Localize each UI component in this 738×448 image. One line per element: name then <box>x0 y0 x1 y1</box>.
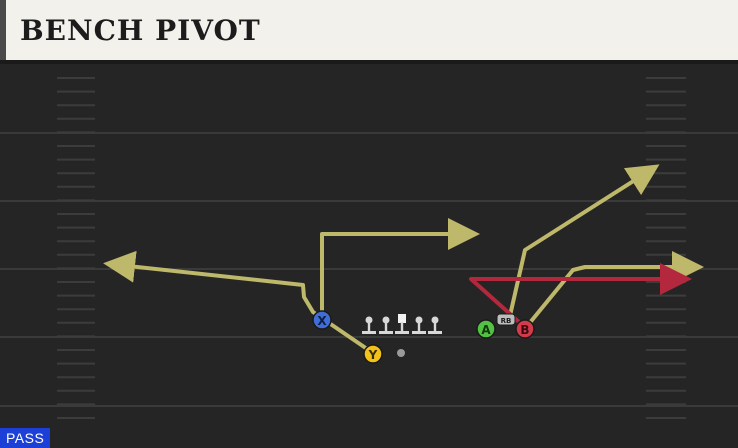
play-title: BENCH PIVOT <box>20 14 261 47</box>
player-x-label: X <box>317 314 327 328</box>
quarterback-icon <box>397 349 405 357</box>
field-background <box>0 64 738 448</box>
player-b-label: B <box>520 323 529 337</box>
play-title-bar: BENCH PIVOT <box>0 0 738 60</box>
player-rb-label: RB <box>501 317 512 325</box>
lineman-icon <box>428 316 442 334</box>
lineman-icon <box>362 316 376 334</box>
center-icon <box>395 314 409 334</box>
player-y-label: Y <box>368 348 378 362</box>
player-b[interactable]: B <box>515 319 535 339</box>
hash-marks-left <box>57 77 95 419</box>
lineman-icon <box>412 316 426 334</box>
player-x[interactable]: X <box>312 310 332 330</box>
route-y-corner <box>103 250 375 355</box>
play-type-badge: PASS <box>0 428 51 448</box>
route-x-streak-flat <box>320 218 480 321</box>
player-rb[interactable]: RB <box>496 313 516 326</box>
title-bar-shadow <box>0 60 738 64</box>
lineman-icon <box>379 316 393 334</box>
player-a[interactable]: A <box>476 319 496 339</box>
route-rb-pivot <box>469 263 692 324</box>
player-y[interactable]: Y <box>363 344 383 364</box>
play-field: X Y A RB B <box>0 64 738 448</box>
offensive-line <box>362 314 442 334</box>
route-b-out <box>526 251 704 327</box>
player-a-label: A <box>481 323 491 337</box>
route-a-post <box>507 164 660 322</box>
